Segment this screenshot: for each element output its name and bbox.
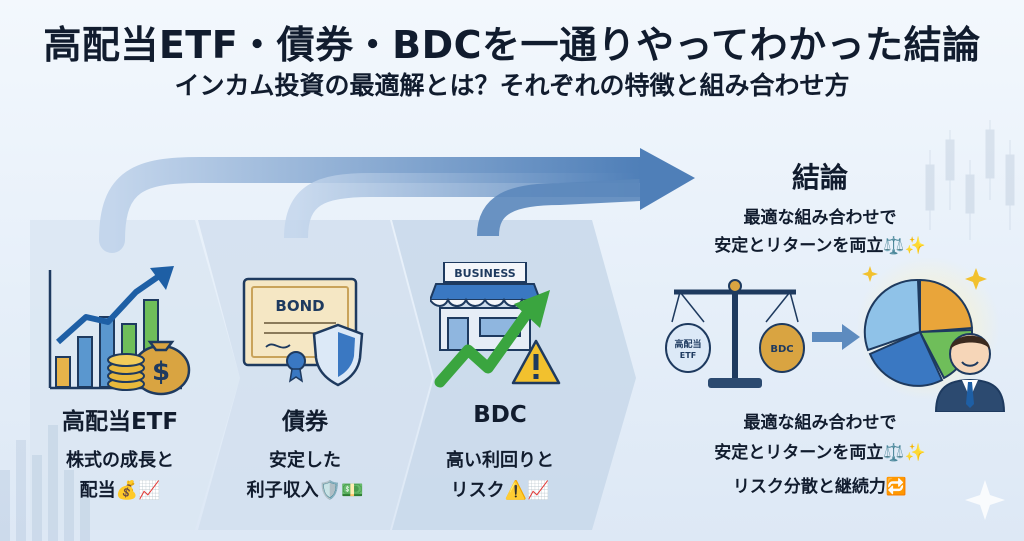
etf-column-desc-line1: 株式の成長と xyxy=(66,450,174,471)
bdc-growth-arrow-icon xyxy=(434,290,550,388)
bdc-column-desc-line1: 高い利回りと xyxy=(446,450,554,471)
svg-text:ETF: ETF xyxy=(680,351,696,360)
page-title: 高配当ETF・債券・BDCを一通りやってわかった結論 xyxy=(43,23,981,67)
arc-arrow-3 xyxy=(477,179,641,237)
etf-column-title: 高配当ETF xyxy=(61,409,179,435)
balance-scale-icon: 高配当 ETF BDC xyxy=(665,279,805,388)
conclusion-bottom-line3: リスク分散と継続力🔁 xyxy=(732,477,908,497)
bond-column-desc-line1: 安定した xyxy=(269,450,341,471)
coin-stack-icon xyxy=(107,353,145,391)
page-subtitle: インカム投資の最適解とは？それぞれの特徴と組み合わせ方 xyxy=(174,71,850,100)
money-bag-icon: $ xyxy=(131,340,191,396)
investor-avatar xyxy=(934,333,1006,412)
conclusion-top-line1: 最適な組み合わせで xyxy=(743,208,897,228)
bond-column-title: 債券 xyxy=(282,409,328,435)
conclusion-bottom-line1: 最適な組み合わせで xyxy=(743,413,897,433)
warning-icon xyxy=(511,339,561,385)
conclusion-bottom-line2: 安定とリターンを両立⚖️✨ xyxy=(714,443,926,463)
business-store-icon: BUSINESS xyxy=(430,262,540,351)
conclusion-title: 結論 xyxy=(791,161,848,194)
svg-text:BOND: BOND xyxy=(275,297,324,315)
svg-text:$: $ xyxy=(152,357,170,387)
svg-text:BUSINESS: BUSINESS xyxy=(454,267,515,280)
sparkle-icon xyxy=(965,480,1005,520)
arc-arrowhead xyxy=(640,148,695,210)
etf-column-desc-line2: 配当💰📈 xyxy=(79,480,161,501)
arc-arrow-1 xyxy=(99,157,653,253)
result-arrow-icon xyxy=(812,324,860,350)
svg-text:高配当: 高配当 xyxy=(674,338,701,350)
candlestick-decoration xyxy=(925,120,1015,240)
bar-decoration xyxy=(0,425,90,541)
bdc-column-title: BDC xyxy=(473,402,527,428)
svg-text:BDC: BDC xyxy=(770,344,793,355)
bdc-column-desc-line2: リスク⚠️📈 xyxy=(450,480,550,501)
shield-icon xyxy=(312,323,364,387)
bond-column-desc-line2: 利子収入🛡️💵 xyxy=(246,480,364,501)
conclusion-top-line2: 安定とリターンを両立⚖️✨ xyxy=(714,236,926,256)
arc-arrow-2 xyxy=(284,173,640,239)
